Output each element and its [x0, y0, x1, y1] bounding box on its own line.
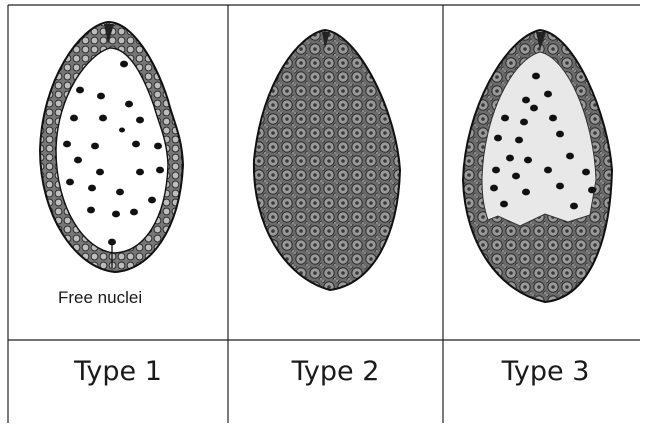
free-nucleus	[97, 93, 105, 100]
free-nucleus	[99, 115, 107, 122]
free-nucleus	[522, 189, 530, 196]
free-nucleus	[91, 143, 99, 150]
free-nucleus	[512, 173, 520, 180]
free-nucleus	[522, 97, 530, 104]
free-nucleus	[506, 155, 514, 162]
free-nucleus	[500, 201, 508, 208]
free-nucleus	[549, 115, 557, 122]
free-nucleus	[544, 167, 552, 174]
free-nucleus	[125, 101, 133, 108]
type3-label: Type 3	[443, 356, 648, 387]
free-nucleus	[588, 187, 596, 194]
free-nucleus	[130, 209, 138, 216]
free-nucleus	[156, 167, 164, 174]
free-nucleus	[556, 183, 564, 190]
type2-label: Type 2	[228, 356, 443, 387]
free-nucleus	[570, 203, 578, 210]
free-nucleus	[524, 157, 532, 164]
free-nucleus	[87, 207, 95, 214]
free-nucleus	[515, 137, 523, 144]
free-nuclei-annotation: Free nuclei	[58, 288, 142, 308]
free-nucleus	[136, 169, 144, 176]
free-nucleus	[88, 185, 96, 192]
free-nucleus	[556, 131, 564, 138]
free-nucleus	[74, 157, 82, 164]
free-nucleus	[119, 127, 125, 132]
type1-embryo-sac	[40, 22, 183, 272]
free-nucleus	[148, 197, 156, 204]
free-nucleus	[96, 169, 104, 176]
type2-cellular-endosperm	[254, 30, 400, 290]
type2-embryo-sac	[254, 30, 400, 290]
free-nucleus	[544, 91, 552, 98]
free-nucleus	[494, 135, 502, 142]
free-nucleus	[136, 117, 144, 124]
free-nucleus	[76, 87, 84, 94]
free-nucleus	[154, 143, 162, 150]
free-nucleus	[116, 189, 124, 196]
free-nucleus	[492, 167, 500, 174]
free-nucleus	[66, 179, 74, 186]
free-nucleus	[112, 211, 120, 218]
free-nucleus	[490, 185, 498, 192]
free-nucleus	[501, 115, 509, 122]
free-nucleus	[532, 73, 540, 80]
free-nucleus	[530, 105, 538, 112]
free-nucleus	[132, 141, 140, 148]
free-nucleus	[520, 119, 528, 126]
type3-embryo-sac	[463, 30, 612, 302]
type1-label: Type 1	[8, 356, 228, 387]
free-nucleus	[566, 153, 574, 160]
free-nucleus	[63, 141, 71, 148]
free-nucleus	[120, 61, 128, 68]
free-nucleus	[70, 115, 78, 122]
free-nucleus	[582, 169, 590, 176]
